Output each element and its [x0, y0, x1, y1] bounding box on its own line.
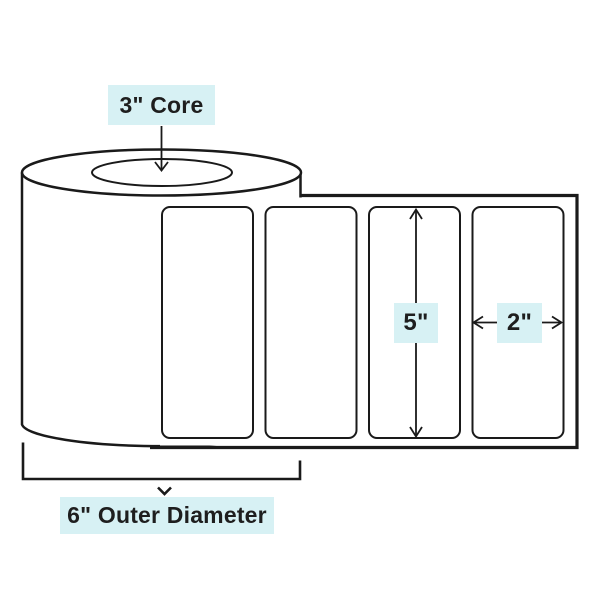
arrow-right-icon [551, 315, 564, 330]
arrow-up-icon [409, 207, 423, 220]
arrow-down-icon [154, 161, 169, 172]
outer-diameter-tag: 6" Outer Diameter [60, 497, 274, 534]
label-height-tag: 5" [394, 303, 438, 343]
arrow-down-icon [409, 426, 423, 439]
label-width-tag: 2" [497, 303, 542, 343]
label-rect-2 [264, 206, 358, 439]
core-size-tag: 3" Core [108, 85, 215, 125]
core-pointer-arrow [154, 126, 169, 172]
diameter-bracket [21, 442, 302, 496]
label-rect-1 [161, 206, 254, 439]
liner-strip-border [150, 193, 579, 450]
arrow-left-icon [471, 315, 484, 330]
chevron-down-icon [157, 486, 172, 496]
